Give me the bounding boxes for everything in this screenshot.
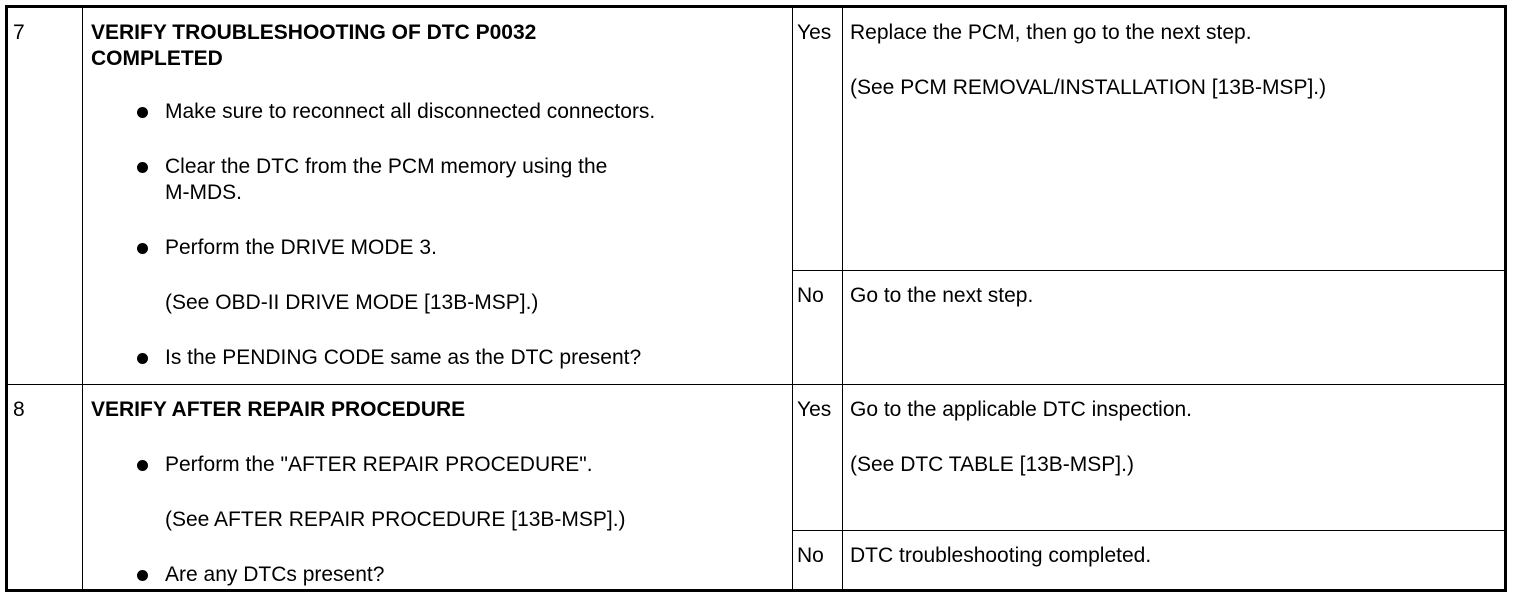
- action-text: Go to the next step.: [850, 284, 1034, 307]
- step-7-no-row: No Go to the next step.: [7, 270, 1506, 385]
- yes-action: Replace the PCM, then go to the next ste…: [842, 6, 1506, 271]
- action-reference: (See DTC TABLE [13B-MSP].): [850, 453, 1134, 476]
- step-number: 7: [6, 6, 83, 385]
- action-text: Replace the PCM, then go to the next ste…: [850, 21, 1252, 44]
- yes-label: Yes: [792, 6, 843, 271]
- yes-label: Yes: [792, 384, 843, 531]
- step-title-line: VERIFY TROUBLESHOOTING OF DTC P0032: [91, 21, 537, 44]
- no-action: Go to the next step.: [842, 270, 1506, 385]
- step-inspection: VERIFY AFTER REPAIR PROCEDURE Perform th…: [82, 384, 793, 591]
- step-8-yes-row: 8 VERIFY AFTER REPAIR PROCEDURE Perform …: [6, 384, 1506, 591]
- inspection-list: Make sure to reconnect all disconnected …: [91, 99, 784, 371]
- list-item-reference: (See AFTER REPAIR PROCEDURE [13B-MSP].): [165, 508, 626, 531]
- list-item-reference: (See OBD-II DRIVE MODE [13B-MSP].): [165, 291, 539, 314]
- no-label: No: [792, 270, 843, 385]
- inspection-list: Perform the "AFTER REPAIR PROCEDURE". (S…: [91, 452, 784, 588]
- list-item: Are any DTCs present?: [91, 562, 784, 588]
- list-item: Make sure to reconnect all disconnected …: [91, 99, 784, 125]
- no-label: No: [792, 530, 843, 591]
- step-8-no-row: No DTC troubleshooting completed.: [7, 530, 1506, 591]
- step-title-line: COMPLETED: [91, 47, 223, 70]
- no-action: DTC troubleshooting completed.: [842, 530, 1506, 591]
- list-item: Is the PENDING CODE same as the DTC pres…: [91, 345, 784, 371]
- action-text: DTC troubleshooting completed.: [850, 544, 1152, 567]
- step-7-yes-row: 7 VERIFY TROUBLESHOOTING OF DTC P0032 CO…: [6, 6, 1506, 385]
- action-text: Go to the applicable DTC inspection.: [850, 398, 1193, 421]
- step-inspection: VERIFY TROUBLESHOOTING OF DTC P0032 COMP…: [82, 6, 793, 385]
- list-item: Perform the "AFTER REPAIR PROCEDURE".: [91, 452, 784, 478]
- procedure-table: 7 VERIFY TROUBLESHOOTING OF DTC P0032 CO…: [5, 5, 1507, 592]
- step-number: 8: [6, 384, 83, 591]
- action-reference: (See PCM REMOVAL/INSTALLATION [13B-MSP].…: [850, 76, 1327, 99]
- list-item: Clear the DTC from the PCM memory using …: [91, 154, 784, 180]
- list-item: Perform the DRIVE MODE 3.: [91, 235, 784, 261]
- step-title: VERIFY TROUBLESHOOTING OF DTC P0032 COMP…: [91, 20, 784, 72]
- list-item-continued: M-MDS.: [165, 181, 242, 204]
- yes-action: Go to the applicable DTC inspection. (Se…: [842, 384, 1506, 531]
- step-title: VERIFY AFTER REPAIR PROCEDURE: [91, 398, 466, 421]
